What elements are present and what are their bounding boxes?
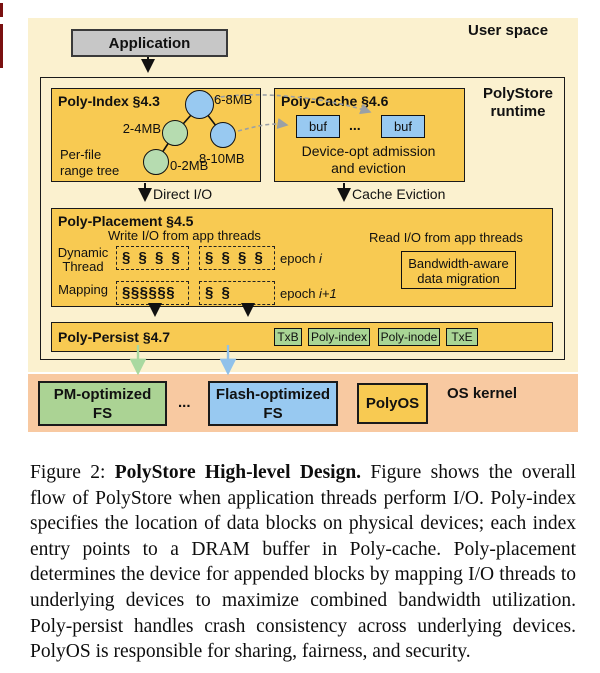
- polystore-diagram: User space OS kernel Application PolySto…: [0, 3, 578, 432]
- poly-placement-title: Poly-Placement §4.5: [58, 213, 194, 229]
- dynamic-thread-label: Dynamic Thread: [57, 245, 109, 274]
- polystore-runtime-box: [40, 77, 565, 360]
- pm-optimized-fs-box: PM-optimized FS: [38, 381, 167, 426]
- dram-buffer-2: buf: [381, 115, 425, 138]
- caption-prefix: Figure 2:: [30, 462, 115, 483]
- edge-artifact: [0, 3, 3, 17]
- poly-placement-box: Poly-Placement §4.5 Write I/O from app t…: [51, 208, 553, 307]
- cache-eviction-label: Cache Eviction: [352, 186, 446, 202]
- epoch-i1-label: epoch i+1: [280, 286, 337, 301]
- edge-artifact: [0, 24, 3, 68]
- figure-caption: Figure 2: PolyStore High-level Design. F…: [30, 460, 576, 665]
- caption-body: Figure shows the overall flow of PolySto…: [30, 462, 576, 663]
- buffer-ellipsis: ...: [349, 117, 361, 133]
- bandwidth-migration-box: Bandwidth-aware data migration: [401, 251, 516, 289]
- os-kernel-label: OS kernel: [447, 385, 518, 402]
- mapping-label: Mapping: [58, 282, 108, 297]
- thread-group-epoch-i1-1: §§§§§§: [116, 281, 189, 305]
- tree-node-8-10mb: [210, 122, 236, 148]
- thread-group-epoch-i-1: § § § §: [116, 246, 189, 270]
- application-box: Application: [71, 29, 228, 57]
- txb-chip: TxB: [274, 328, 302, 346]
- direct-io-label: Direct I/O: [153, 186, 213, 202]
- tree-node-6-8mb: [185, 90, 214, 119]
- tree-node-0-2mb: [143, 149, 169, 175]
- flash-optimized-fs-box: Flash-optimized FS: [208, 381, 338, 426]
- tree-label-0-2mb: 0-2MB: [170, 158, 209, 173]
- poly-persist-box: Poly-Persist §4.7 TxB Poly-index Poly-in…: [51, 322, 553, 352]
- per-file-range-tree-label: Per-file range tree: [60, 147, 120, 178]
- epoch-i-label: epoch i: [280, 251, 322, 266]
- polystore-runtime-label: PolyStore runtime: [482, 85, 554, 120]
- thread-group-epoch-i-2: § § § §: [199, 246, 275, 270]
- poly-cache-box: Poly-Cache §4.6 buf ... buf Device-opt a…: [274, 88, 465, 182]
- txe-chip: TxE: [446, 328, 478, 346]
- application-label: Application: [108, 34, 191, 52]
- tree-label-8-10mb: 8-10MB: [199, 151, 245, 166]
- read-io-label: Read I/O from app threads: [369, 230, 523, 245]
- dram-buffer-1: buf: [296, 115, 340, 138]
- polyos-box: PolyOS: [357, 383, 428, 424]
- thread-group-epoch-i1-2: § §: [199, 281, 275, 305]
- tree-label-2-4mb: 2-4MB: [122, 121, 161, 136]
- user-space-label: User space: [468, 22, 549, 39]
- write-io-label: Write I/O from app threads: [108, 228, 261, 243]
- poly-index-title: Poly-Index §4.3: [58, 93, 160, 109]
- fs-ellipsis: ...: [178, 394, 191, 411]
- tree-label-6-8mb: 6-8MB: [214, 92, 253, 107]
- poly-index-chip: Poly-index: [308, 328, 370, 346]
- tree-node-2-4mb: [162, 120, 188, 146]
- poly-persist-title: Poly-Persist §4.7: [58, 329, 171, 345]
- caption-title: PolyStore High-level Design.: [114, 462, 362, 483]
- poly-cache-description: Device-opt admission and eviction: [301, 143, 436, 176]
- poly-cache-title: Poly-Cache §4.6: [281, 93, 389, 109]
- poly-inode-chip: Poly-inode: [378, 328, 440, 346]
